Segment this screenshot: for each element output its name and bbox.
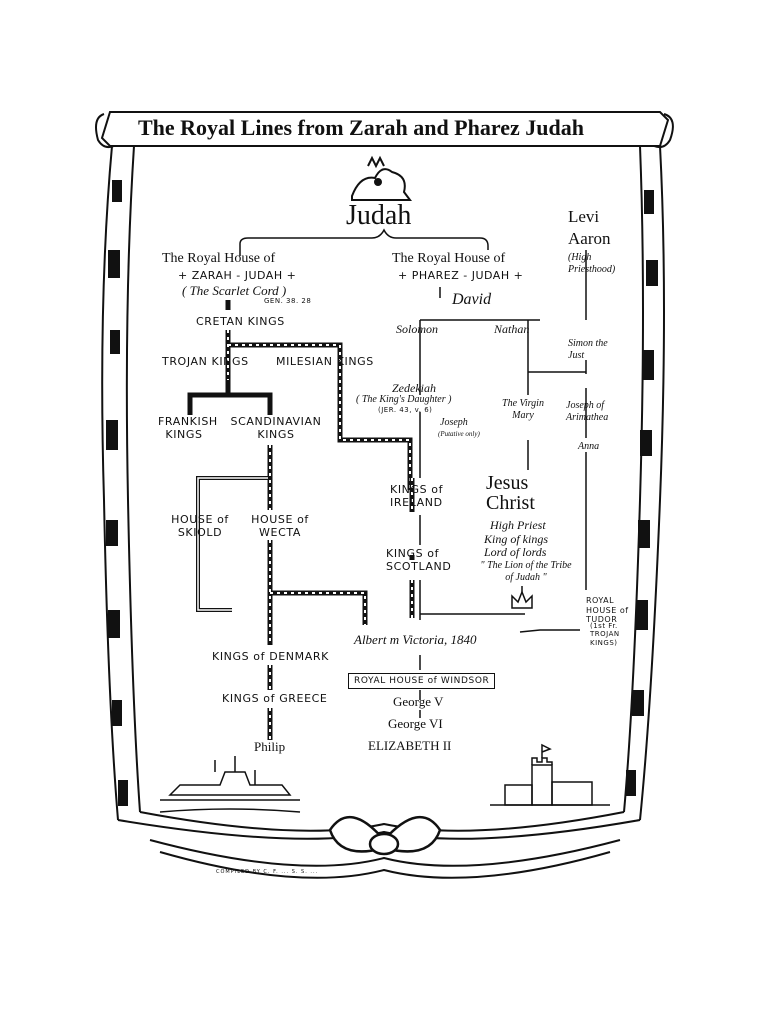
lord-of-lords-label: Lord of lords	[484, 545, 547, 559]
skiold-double-line-inner	[197, 477, 268, 611]
high-priesthood-label: (High Priesthood)	[568, 252, 616, 275]
right-ribbon-border	[623, 145, 665, 821]
kings-of-ireland: KINGS of IRELAND	[390, 483, 444, 509]
joseph-arimathea-label: Joseph of Arimathea	[566, 400, 609, 423]
george-vi-label: George VI	[388, 716, 443, 731]
jesus-christ-label: Jesus Christ	[486, 472, 535, 514]
lion-crest-icon	[351, 155, 412, 201]
kings-of-scotland: KINGS of SCOTLAND	[386, 547, 452, 573]
lion-of-judah-label: " The Lion of the Tribe of Judah "	[480, 560, 572, 583]
virgin-mary-label: The Virgin Mary	[502, 398, 544, 421]
right-ribbon-ornaments	[626, 190, 658, 796]
aaron-label: Aaron	[568, 229, 611, 248]
nathan-label: Nathan	[494, 322, 530, 336]
george-v-label: George V	[393, 694, 444, 709]
joseph-label: Joseph	[440, 417, 468, 428]
house-of-skiold: HOUSE of SKIOLD	[171, 513, 229, 539]
levi-label: Levi	[568, 207, 600, 226]
judah-brace	[239, 228, 489, 256]
pharez-heading-1: The Royal House of	[392, 251, 506, 266]
ship-vignette	[159, 756, 301, 813]
ribbon-bow	[328, 815, 442, 856]
scandinavian-kings: SCANDINAVIAN KINGS	[230, 415, 322, 441]
zarah-heading-3: ( The Scarlet Cord )	[182, 283, 287, 298]
zedekiah-label: Zedekiah	[392, 381, 436, 395]
page-title: The Royal Lines from Zarah and Pharez Ju…	[138, 115, 584, 140]
royal-house-of-tudor: ROYAL HOUSE of TUDOR	[586, 596, 629, 625]
bottom-ribbon	[117, 811, 641, 879]
left-ribbon-border	[101, 145, 141, 821]
left-ribbon-ornaments	[106, 180, 128, 806]
zarah-line-hatching	[227, 330, 411, 740]
david-label: David	[452, 291, 492, 308]
frankish-kings: FRANKISH KINGS	[158, 415, 218, 441]
zarah-ref: GEN. 38. 28	[264, 297, 312, 305]
milesian-kings: MILESIAN KINGS	[276, 355, 374, 368]
judah-label: Judah	[346, 200, 412, 231]
albert-victoria-label: Albert m Victoria, 1840	[354, 632, 477, 647]
anna-label: Anna	[578, 441, 600, 452]
simon-label: Simon the Just	[568, 338, 608, 361]
kings-of-denmark: KINGS of DENMARK	[212, 650, 329, 663]
elizabeth-ii-label: ELIZABETH II	[368, 738, 452, 753]
high-priest-label: High Priest	[490, 518, 546, 532]
cretan-kings: CRETAN KINGS	[196, 315, 285, 328]
putative-label: (Putative only)	[438, 430, 480, 438]
footer-credit: COMPILED BY C. F. ... S. S. ...	[216, 869, 319, 875]
tudor-note: (1st Fr. TROJAN KINGS)	[590, 622, 620, 647]
kings-daughter-label: ( The King's Daughter )	[356, 394, 452, 405]
zedekiah-ref: (JER. 43, v. 6)	[378, 406, 433, 414]
trojan-kings: TROJAN KINGS	[162, 355, 249, 368]
philip-label: Philip	[254, 739, 286, 754]
zarah-heading-1: The Royal House of	[162, 251, 276, 266]
solomon-label: Solomon	[396, 322, 438, 336]
skiold-double-line	[196, 476, 268, 612]
house-of-wecta: HOUSE of WECTA	[251, 513, 309, 539]
pharez-heading-2: + PHAREZ - JUDAH +	[398, 269, 524, 282]
king-of-kings-label: King of kings	[484, 532, 549, 546]
kings-of-greece: KINGS of GREECE	[222, 692, 328, 705]
royal-house-of-windsor: ROYAL HOUSE of WINDSOR	[348, 673, 496, 689]
zarah-heading-2: + ZARAH - JUDAH +	[178, 269, 297, 282]
crown-icon	[511, 586, 533, 609]
pharez-line-links	[419, 250, 587, 718]
castle-vignette	[490, 743, 610, 806]
